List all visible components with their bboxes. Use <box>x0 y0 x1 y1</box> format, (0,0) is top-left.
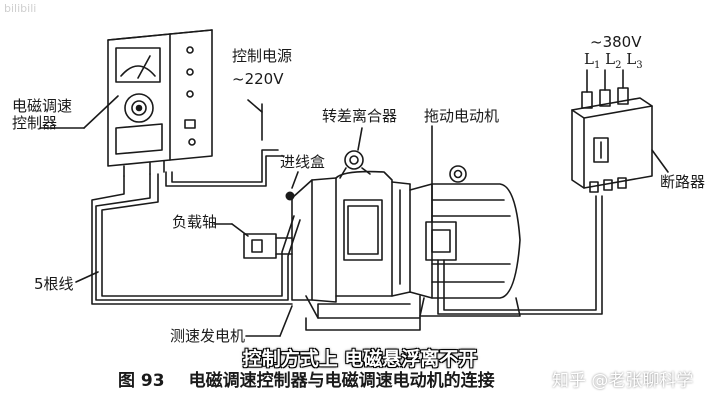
tach-generator-label: 测速发电机 <box>170 327 246 345</box>
five-wires-label: 5根线 <box>34 275 74 293</box>
load-shaft <box>243 233 293 259</box>
circuit-breaker <box>571 87 653 193</box>
drive-motor <box>409 165 521 317</box>
watermark-right: 知乎 @老张聊科学 <box>552 371 694 391</box>
video-subtitle: 控制方式上 电磁悬浮离不开 <box>242 348 478 370</box>
slip-clutch-label: 转差离合器 <box>322 107 398 125</box>
controller-label: 电磁调速 控制器 <box>12 97 73 133</box>
slip-clutch-body <box>291 150 421 331</box>
breaker-label: 断路器 <box>660 173 706 191</box>
power-supply-label: 控制电源 ~220V <box>232 47 293 89</box>
junction-box-label: 进线盒 <box>280 153 326 171</box>
three-phase-voltage-label: ~380V <box>590 33 642 51</box>
drive-motor-label: 拖动电动机 <box>424 107 500 125</box>
watermark-left: bilibili <box>4 2 37 15</box>
load-shaft-label: 负载轴 <box>172 213 218 231</box>
controller-unit <box>107 29 213 177</box>
phase-labels: L1 L2 L3 <box>584 50 643 71</box>
